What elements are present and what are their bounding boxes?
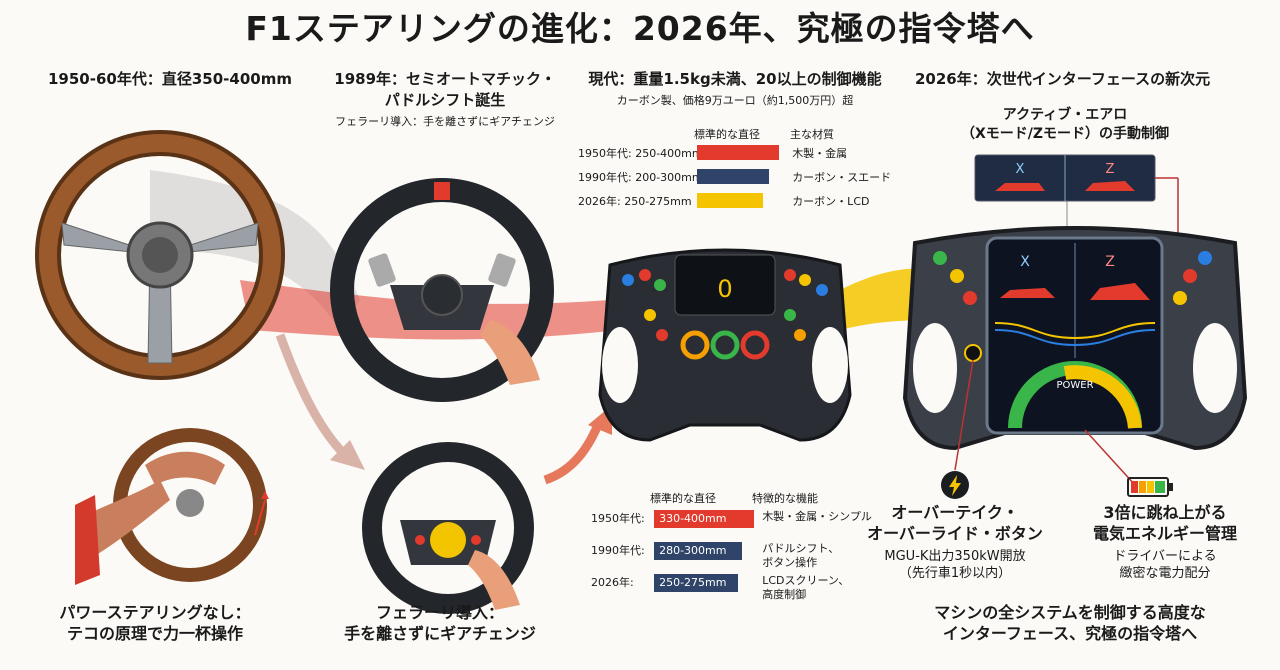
table-top-row-label: 1990年代: 200-300mm xyxy=(578,171,703,184)
modern-f1-wheel: 0 xyxy=(598,248,852,442)
table-top-row-bar xyxy=(697,169,770,184)
active-aero-line2: （Xモード/Zモード）の手動制御 xyxy=(960,126,1170,142)
energy-line1: 3倍に跳ね上がる xyxy=(1103,503,1227,522)
table-top-row: 2026年: 250-275mm カーボン・LCD xyxy=(578,190,891,214)
table-bottom-row-label: 2026年: xyxy=(591,576,634,589)
era2-heading-line2: パドルシフト誕生 xyxy=(384,91,506,109)
table-bottom-row-label: 1950年代: xyxy=(591,512,645,525)
table-top-col2: 主な材質 xyxy=(790,128,834,141)
aero-mode-panel: X Z xyxy=(974,154,1156,202)
wooden-steering-wheel xyxy=(35,130,285,380)
table-top-row-material: カーボン・スエード xyxy=(792,171,892,184)
era1-caption: パワーステアリングなし： テコの原理で力一杯操作 xyxy=(40,602,270,644)
table-bottom-row: 1990年代: 280-300mm パドルシフト、 ボタン操作 xyxy=(591,542,872,574)
battery-icon xyxy=(1127,477,1173,497)
overtake-sub-line2: （先行車1秒以内） xyxy=(898,566,1012,581)
summary-line1: マシンの全システムを制御する高度な xyxy=(934,603,1206,622)
table-top-row-material: 木製・金属 xyxy=(792,147,848,160)
era1-caption-line2: テコの原理で力一杯操作 xyxy=(66,624,243,643)
arm-steering-illustration xyxy=(75,428,269,585)
table-top-row: 1950年代: 250-400mm 木製・金属 xyxy=(578,142,891,166)
power-label: POWER xyxy=(1056,380,1093,391)
era3-heading: 現代：重量1.5kg未満、20以上の制御機能 カーボン製、価格9万ユーロ（約1,… xyxy=(585,68,885,108)
era3-heading-text: 現代：重量1.5kg未満、20以上の制御機能 xyxy=(588,70,882,88)
overtake-sub: MGU-K出力350kW開放 （先行車1秒以内） xyxy=(855,548,1055,582)
era2-caption-line1: フェラーリ導入： xyxy=(375,603,504,622)
lightning-bolt-icon xyxy=(941,471,969,499)
table-top-row: 1990年代: 200-300mm カーボン・スエード xyxy=(578,166,891,190)
table-top-col1: 標準的な直径 xyxy=(694,128,760,141)
era1-caption-line1: パワーステアリングなし： xyxy=(59,603,251,622)
era1-heading: 1950-60年代：直径350-400mm xyxy=(48,70,292,88)
energy-sub: ドライバーによる 緻密な電力配分 xyxy=(1075,548,1255,582)
table-bottom-feature-line: 高度制御 xyxy=(762,588,807,601)
overtake-line1: オーバーテイク・ xyxy=(891,503,1019,522)
aero-z-label: Z xyxy=(1106,162,1115,177)
era4-heading: 2026年：次世代インターフェースの新次元 xyxy=(915,70,1211,88)
table-bottom-row-feature: パドルシフト、 ボタン操作 xyxy=(762,542,839,570)
table-top: 1950年代: 250-400mm 木製・金属 1990年代: 200-300m… xyxy=(578,142,891,214)
table-bottom-row: 2026年: 250-275mm LCDスクリーン、 高度制御 xyxy=(591,574,872,606)
table-bottom-row-value: 250-275mm xyxy=(654,574,739,592)
active-aero-label: アクティブ・エアロ （Xモード/Zモード）の手動制御 xyxy=(950,106,1180,144)
era2-heading: 1989年：セミオートマチック・ パドルシフト誕生 フェラーリ導入：手を離さずに… xyxy=(320,68,570,129)
energy-sub-line2: 緻密な電力配分 xyxy=(1119,566,1211,581)
era3-sub: カーボン製、価格9万ユーロ（約1,500万円）超 xyxy=(616,94,854,107)
aero-x-label: X xyxy=(1016,162,1025,177)
table-bottom-feature-line: パドルシフト、 xyxy=(762,542,840,555)
active-aero-line1: アクティブ・エアロ xyxy=(1002,107,1128,123)
table-top-row-label: 1950年代: 250-400mm xyxy=(578,147,703,160)
modern-screen-digit: 0 xyxy=(717,275,732,303)
table-bottom-feature-line: 木製・金属・シンプル xyxy=(762,510,872,523)
table-bottom-row-label: 1990年代: xyxy=(591,544,645,557)
table-top-row-label: 2026年: 250-275mm xyxy=(578,195,692,208)
energy-management-label: 3倍に跳ね上がる 電気エネルギー管理 xyxy=(1075,502,1255,544)
table-bottom-row: 1950年代: 330-400mm 木製・金属・シンプル xyxy=(591,510,872,542)
era2-caption: フェラーリ導入： 手を離さずにギアチェンジ xyxy=(315,602,565,644)
era2-caption-line2: 手を離さずにギアチェンジ xyxy=(344,624,536,643)
era2-sub: フェラーリ導入：手を離さずにギアチェンジ xyxy=(335,115,555,128)
paddle-shift-wheel xyxy=(330,178,554,402)
page-title: F1ステアリングの進化：2026年、究極の指令塔へ xyxy=(245,9,1035,48)
era4-summary: マシンの全システムを制御する高度な インターフェース、究極の指令塔へ xyxy=(920,602,1220,644)
era2-heading-line1: 1989年：セミオートマチック・ xyxy=(334,70,556,88)
wheel-2026: X Z POWER xyxy=(902,226,1248,451)
flow-arrowhead-down xyxy=(330,440,365,470)
table-bottom-feature-line: LCDスクリーン、 xyxy=(762,574,850,587)
screen-x-label: X xyxy=(1020,254,1030,270)
table-bottom-feature-line: ボタン操作 xyxy=(762,556,818,569)
table-bottom-row-value: 280-300mm xyxy=(654,542,743,560)
summary-line2: インターフェース、究極の指令塔へ xyxy=(942,624,1198,643)
table-bottom-col1: 標準的な直径 xyxy=(650,492,716,505)
table-bottom-col2: 特徴的な機能 xyxy=(752,492,818,505)
overtake-sub-line1: MGU-K出力350kW開放 xyxy=(884,549,1026,564)
screen-z-label: Z xyxy=(1105,254,1115,270)
overtake-line2: オーバーライド・ボタン xyxy=(867,524,1043,543)
table-top-row-bar xyxy=(697,145,780,160)
overtake-button-label: オーバーテイク・ オーバーライド・ボタン xyxy=(855,502,1055,544)
flow-arrow-down xyxy=(275,333,349,459)
table-bottom-row-feature: 木製・金属・シンプル xyxy=(762,510,872,524)
table-bottom: 1950年代: 330-400mm 木製・金属・シンプル 1990年代: 280… xyxy=(591,510,872,606)
energy-line2: 電気エネルギー管理 xyxy=(1092,524,1237,543)
table-bottom-row-value: 330-400mm xyxy=(654,510,755,528)
table-top-row-material: カーボン・LCD xyxy=(792,195,870,208)
table-top-row-bar xyxy=(697,193,764,208)
ferrari-wheel xyxy=(362,442,534,614)
table-bottom-row-feature: LCDスクリーン、 高度制御 xyxy=(762,574,849,602)
energy-sub-line1: ドライバーによる xyxy=(1113,549,1217,564)
